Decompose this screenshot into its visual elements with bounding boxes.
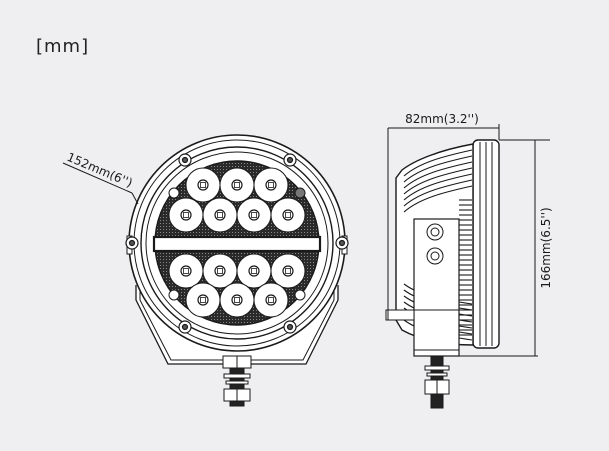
side-view bbox=[385, 124, 550, 409]
diameter-dimension-label: 152mm(6'') bbox=[65, 150, 135, 190]
cooling-fin bbox=[403, 161, 473, 189]
front-view bbox=[62, 134, 349, 407]
mount-bolt bbox=[222, 355, 252, 407]
side-bracket bbox=[413, 218, 460, 357]
cooling-fin bbox=[403, 149, 473, 177]
cooling-fin bbox=[403, 155, 473, 183]
cooling-fin bbox=[403, 167, 473, 195]
depth-dimension-label: 82mm(3.2'') bbox=[405, 112, 479, 126]
unit-label: [mm] bbox=[36, 36, 90, 57]
height-dimension-label: 166mm(6.5'') bbox=[539, 207, 553, 288]
cooling-fin bbox=[403, 185, 473, 213]
cooling-fin bbox=[403, 173, 473, 201]
cooling-fin bbox=[403, 179, 473, 207]
drl-light-bar bbox=[152, 235, 322, 253]
side-mount-bolt bbox=[424, 355, 450, 409]
